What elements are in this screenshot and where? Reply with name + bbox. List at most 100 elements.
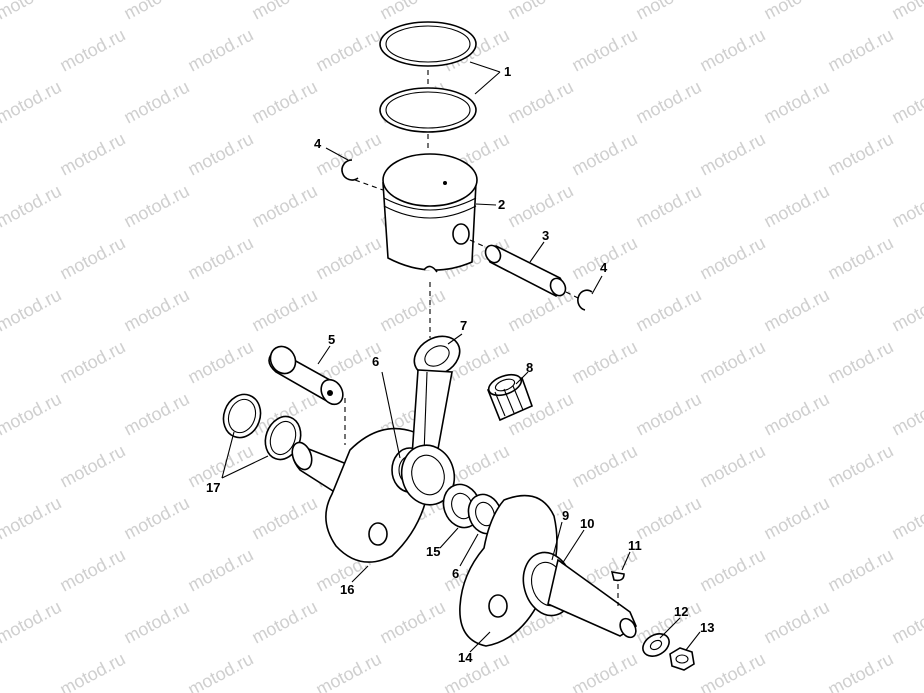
watermark-text: motod.ru [56, 649, 128, 693]
watermark-text: motod.ru [760, 597, 832, 648]
watermark-text: motod.ru [696, 441, 768, 492]
watermark-text: motod.ru [0, 77, 65, 128]
watermark-text: motod.ru [56, 233, 128, 284]
callout-1: 1 [504, 64, 511, 79]
leader-lines [221, 61, 701, 653]
watermark-text: motod.ru [824, 233, 896, 284]
watermark-text: motod.ru [760, 389, 832, 440]
callout-14: 14 [458, 650, 473, 665]
watermark-text: motod.ru [56, 545, 128, 596]
crank-half-right [459, 494, 638, 647]
callout-9: 9 [562, 508, 569, 523]
watermark-text: motod.ru [696, 545, 768, 596]
watermark-text: motod.ru [888, 493, 924, 544]
watermark-text: motod.ru [376, 285, 448, 336]
watermark-text: motod.ru [184, 25, 256, 76]
piston-pin-circlip-right [577, 289, 593, 311]
watermark-text: motod.ru [56, 337, 128, 388]
watermark-text: motod.ru [632, 181, 704, 232]
watermark-text: motod.ru [632, 493, 704, 544]
watermark-text: motod.ru [312, 233, 384, 284]
callout-13: 13 [700, 620, 714, 635]
connecting-rod [400, 335, 461, 506]
watermark-text: motod.ru [184, 545, 256, 596]
watermark-text: motod.ru [0, 181, 65, 232]
piston [354, 153, 493, 338]
watermark-text: motod.ru [312, 649, 384, 693]
watermark-text: motod.ru [120, 493, 192, 544]
callout-3: 3 [542, 228, 549, 243]
watermark-text: motod.ru [568, 25, 640, 76]
watermark-text: motod.ru [824, 649, 896, 693]
watermark-text: motod.ru [0, 441, 1, 492]
piston-pin-circlip-left [341, 159, 359, 181]
watermark-text: motod.ru [504, 77, 576, 128]
watermark-text: motod.ru [184, 129, 256, 180]
watermark-text: motod.ru [0, 389, 65, 440]
callout-5: 5 [328, 332, 335, 347]
watermark-text: motod.ru [568, 649, 640, 693]
watermark-text: motod.ru [760, 493, 832, 544]
callout-6-upper: 6 [372, 354, 379, 369]
watermark-text: motod.ru [248, 285, 320, 336]
nut [669, 647, 695, 671]
watermark-text: motod.ru [888, 0, 924, 24]
watermark-text: motod.ru [568, 441, 640, 492]
watermark-text: motod.ru [760, 0, 832, 24]
watermark-text: motod.ru [56, 441, 128, 492]
watermark-text: motod.ru [248, 493, 320, 544]
watermark-text: motod.ru [0, 25, 1, 76]
watermark-text: motod.ru [120, 181, 192, 232]
watermark-text: motod.ru [0, 285, 65, 336]
callout-7: 7 [460, 318, 467, 333]
watermark-text: motod.ru [0, 649, 1, 693]
watermark-text: motod.ru [120, 389, 192, 440]
crank-pin [268, 345, 346, 445]
watermark-text: motod.ru [120, 77, 192, 128]
watermark-text: motod.ru [0, 233, 1, 284]
watermark-text: motod.ru [248, 0, 320, 24]
watermark-text: motod.ru [312, 25, 384, 76]
watermark-text: motod.ru [504, 0, 576, 24]
watermark-text: motod.ru [0, 493, 65, 544]
watermark-text: motod.ru [184, 233, 256, 284]
watermark-text: motod.ru [888, 285, 924, 336]
watermark-text: motod.ru [184, 337, 256, 388]
watermark-text: motod.ru [248, 77, 320, 128]
watermark-text: motod.ru [568, 233, 640, 284]
watermark-text: motod.ru [824, 545, 896, 596]
watermark-text: motod.ru [440, 649, 512, 693]
watermark-text: motod.ru [0, 0, 65, 24]
callout-16: 16 [340, 582, 354, 597]
watermark-text: motod.ru [248, 181, 320, 232]
watermark-text: motod.ru [0, 545, 1, 596]
watermark-text: motod.ru [696, 129, 768, 180]
watermark-text: motod.ru [0, 337, 1, 388]
watermark-text: motod.ru [120, 285, 192, 336]
watermark-text: motod.ru [824, 25, 896, 76]
watermark-text: motod.ru [824, 129, 896, 180]
piston-pin [484, 244, 583, 301]
watermark-text: motod.ru [760, 77, 832, 128]
watermark-text: motod.ru [248, 597, 320, 648]
callout-4-right: 4 [600, 260, 608, 275]
watermark-text: motod.ru [56, 25, 128, 76]
watermark-text: motod.ru [0, 129, 1, 180]
callout-10: 10 [580, 516, 594, 531]
watermark-text: motod.ru [760, 181, 832, 232]
crank-seals [222, 393, 302, 461]
piston-rings [379, 21, 477, 152]
watermark-text: motod.ru [888, 77, 924, 128]
callout-17: 17 [206, 480, 220, 495]
watermark-text: motod.ru [760, 285, 832, 336]
watermark-text: motod.ru [376, 0, 448, 24]
watermark-text: motod.ru [376, 597, 448, 648]
watermark-text: motod.ru [888, 597, 924, 648]
callout-6-lower: 6 [452, 566, 459, 581]
callouts: 1 2 3 4 4 5 6 6 7 8 9 10 11 12 13 14 15 … [206, 64, 714, 665]
watermark-text: motod.ru [632, 0, 704, 24]
watermark-text: motod.ru [56, 129, 128, 180]
needle-bearing [486, 373, 534, 422]
